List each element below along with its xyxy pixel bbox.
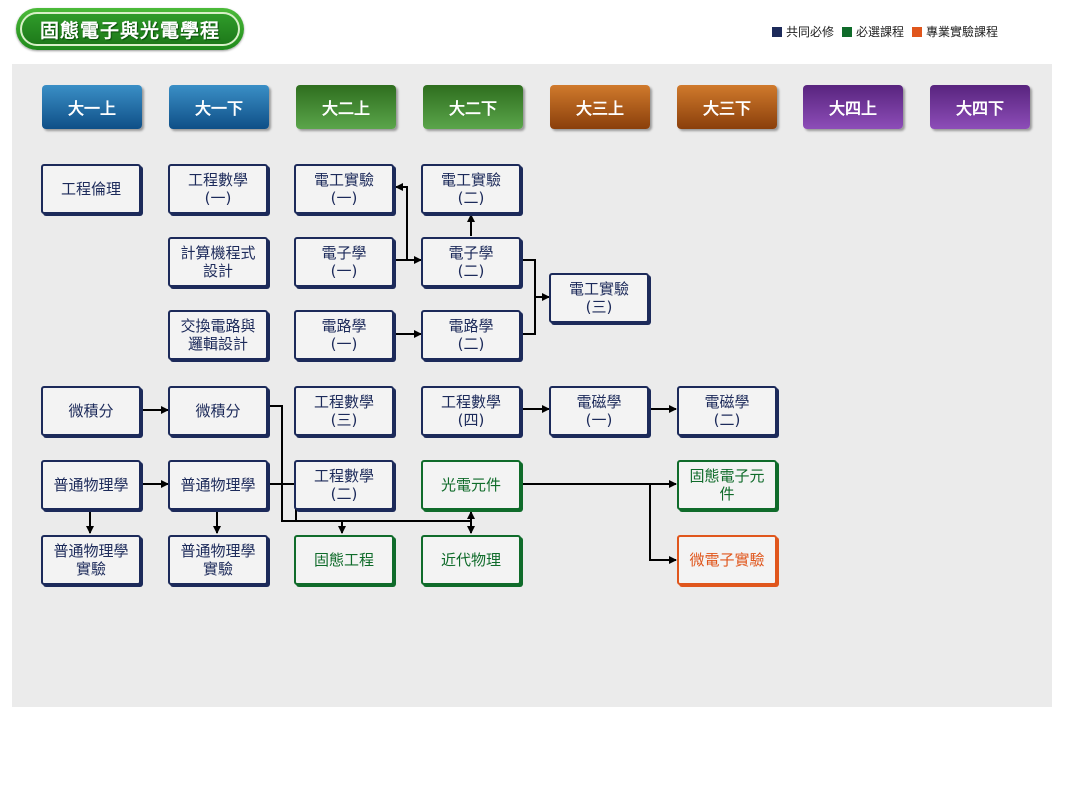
connector-electronics2-eelab3 [523,259,536,335]
course-computer-programming[interactable]: 計算機程式 設計 [168,237,268,287]
course-label: 交換電路與 邏輯設計 [180,317,256,353]
course-label: 微積分 [195,402,241,420]
semester-header-4: 大二下 [423,85,523,129]
semester-header-3: 大二上 [296,85,396,129]
course-solid-state-devices[interactable]: 固態電子元 件 [677,460,777,510]
course-ee-lab-3[interactable]: 電工實驗 (三) [549,273,649,323]
course-engineering-math-3[interactable]: 工程數學 (三) [294,386,394,436]
course-label: 電路學 (二) [448,317,494,353]
course-switching-logic-design[interactable]: 交換電路與 邏輯設計 [168,310,268,360]
course-ee-lab-2[interactable]: 電工實驗 (二) [421,164,521,214]
course-label: 固態電子元 件 [689,467,765,503]
semester-header-8: 大四下 [930,85,1030,129]
legend-swatch-elective [842,26,853,37]
course-label: 電工實驗 (二) [440,171,501,207]
connector-calculus2-bus [269,405,471,522]
course-label: 近代物理 [440,551,501,569]
legend: 共同必修 必選課程 專業實驗課程 [772,23,1006,40]
semester-header-6: 大三下 [677,85,777,129]
course-ee-lab-1[interactable]: 電工實驗 (一) [294,164,394,214]
course-microelectronics-lab[interactable]: 微電子實驗 [677,535,777,585]
course-label: 微電子實驗 [689,551,765,569]
course-label: 工程倫理 [60,180,121,198]
course-electromagnetics-2[interactable]: 電磁學 (二) [677,386,777,436]
course-engineering-math-4[interactable]: 工程數學 (四) [421,386,521,436]
course-engineering-ethics[interactable]: 工程倫理 [41,164,141,214]
legend-label-common: 共同必修 [786,25,835,39]
connector-optodevice-microlab [649,484,677,564]
course-label: 工程數學 (二) [313,467,374,503]
course-general-physics-lab-2[interactable]: 普通物理學 實驗 [168,535,268,585]
legend-label-elective: 必選課程 [856,25,905,39]
course-general-physics-2[interactable]: 普通物理學 [168,460,268,510]
course-calculus-1[interactable]: 微積分 [41,386,141,436]
legend-swatch-lab [912,26,923,37]
course-label: 電磁學 (二) [704,393,750,429]
program-title-badge: 固態電子與光電學程 [16,8,244,50]
course-modern-physics[interactable]: 近代物理 [421,535,521,585]
course-electronics-2[interactable]: 電子學 (二) [421,237,521,287]
course-label: 微積分 [68,402,114,420]
course-general-physics-1[interactable]: 普通物理學 [41,460,141,510]
semester-header-5: 大三上 [550,85,650,129]
course-label: 計算機程式 設計 [180,244,256,280]
course-engineering-math-2[interactable]: 工程數學 (二) [294,460,394,510]
course-label: 電工實驗 (一) [313,171,374,207]
course-label: 普通物理學 [53,476,129,494]
legend-swatch-common [772,26,782,37]
course-label: 工程數學 (四) [440,393,501,429]
course-engineering-math-1[interactable]: 工程數學 (一) [168,164,268,214]
course-label: 普通物理學 [180,476,256,494]
course-circuits-1[interactable]: 電路學 (一) [294,310,394,360]
course-label: 光電元件 [440,476,501,494]
course-optoelectronic-devices[interactable]: 光電元件 [421,460,521,510]
course-label: 電工實驗 (三) [568,280,629,316]
semester-header-1: 大一上 [42,85,142,129]
course-label: 電路學 (一) [321,317,367,353]
course-solid-state-engineering[interactable]: 固態工程 [294,535,394,585]
semester-header-7: 大四上 [803,85,903,129]
legend-item-elective: 必選課程 [842,23,904,40]
course-calculus-2[interactable]: 微積分 [168,386,268,436]
course-electronics-1[interactable]: 電子學 (一) [294,237,394,287]
semester-header-2: 大一下 [169,85,269,129]
course-electromagnetics-1[interactable]: 電磁學 (一) [549,386,649,436]
legend-label-lab: 專業實驗課程 [926,25,999,39]
connector-electronics1-eelab1 [395,183,408,260]
course-label: 普通物理學 實驗 [180,542,256,578]
course-label: 固態工程 [313,551,374,569]
course-label: 電磁學 (一) [576,393,622,429]
course-label: 工程數學 (三) [313,393,374,429]
program-title: 固態電子與光電學程 [39,19,220,42]
course-label: 普通物理學 實驗 [53,542,129,578]
course-label: 工程數學 (一) [187,171,248,207]
course-label: 電子學 (二) [448,244,494,280]
course-general-physics-lab-1[interactable]: 普通物理學 實驗 [41,535,141,585]
legend-item-lab: 專業實驗課程 [912,23,998,40]
course-label: 電子學 (一) [321,244,367,280]
course-circuits-2[interactable]: 電路學 (二) [421,310,521,360]
legend-item-common: 共同必修 [772,23,834,40]
